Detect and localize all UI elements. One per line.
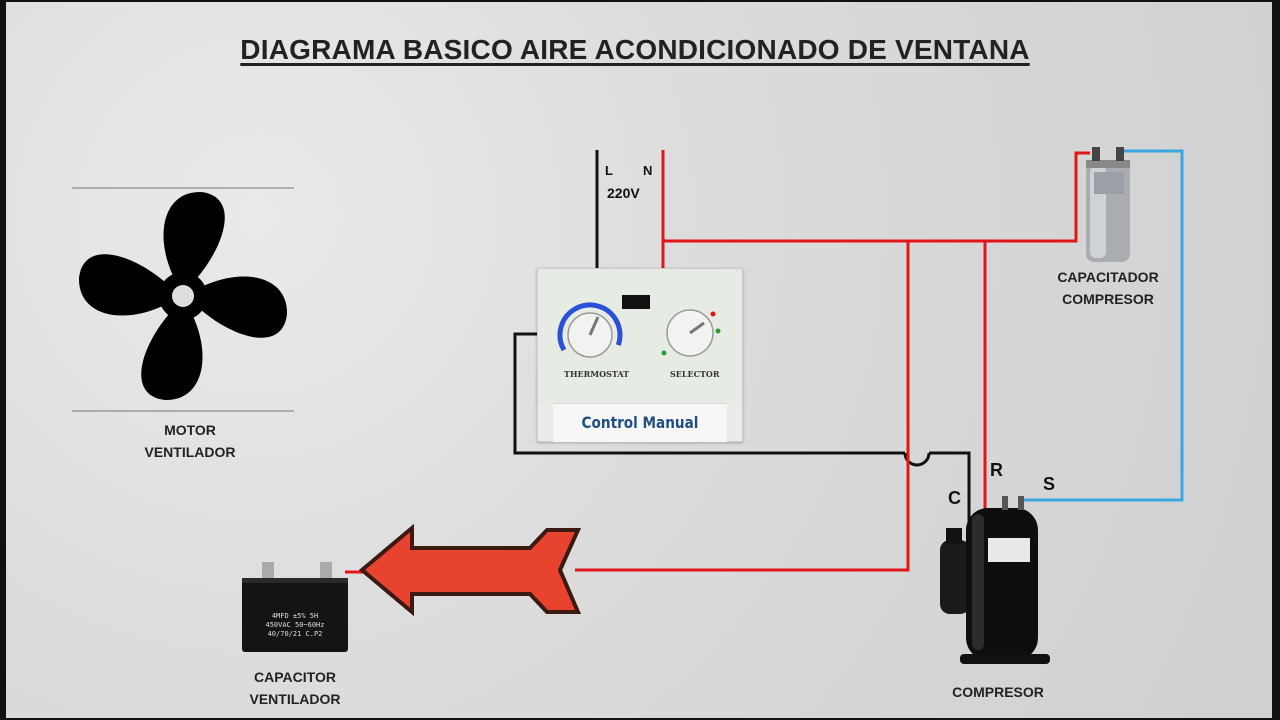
fan-capacitor-icon xyxy=(242,562,348,652)
fan-capacitor-marking-line2: 450VAC 50~60Hz xyxy=(265,621,325,629)
thermostat-knob-icon xyxy=(557,302,623,368)
fan-motor-label-line2: VENTILADOR xyxy=(144,444,236,460)
terminal-S-label: S xyxy=(1043,474,1056,494)
fan-capacitor-marking-line1: 4MFD ±5% 5H xyxy=(271,612,319,620)
terminal-R-label: R xyxy=(990,460,1003,480)
red-bus-wire xyxy=(663,151,1090,243)
terminal-C-label: C xyxy=(948,488,961,508)
control-panel-face: THERMOSTAT SELECTOR xyxy=(538,269,742,403)
control-manual-label: Control Manual xyxy=(553,403,727,442)
selector-knob-icon xyxy=(661,309,721,357)
compressor-label: COMPRESOR xyxy=(952,684,1044,700)
black-wires xyxy=(513,150,971,525)
control-panel: THERMOSTAT SELECTOR Control Manual xyxy=(537,268,743,442)
wire-crossover-hop xyxy=(903,452,931,467)
panel-display-icon xyxy=(622,295,650,309)
fan-capacitor-feed-wire xyxy=(575,241,910,572)
compressor-icon xyxy=(940,496,1050,664)
voltage-label: 220V xyxy=(607,185,640,201)
fan-capacitor-marking: 4MFD ±5% 5H 450VAC 50~60Hz 40/70/21 C.P2 xyxy=(252,612,338,639)
fan-capacitor-label-line2: VENTILADOR xyxy=(249,691,341,707)
start-wire-blue xyxy=(1020,149,1184,502)
diagram-title: DIAGRAMA BASICO AIRE ACONDICIONADO DE VE… xyxy=(240,34,1030,65)
line-label-L: L xyxy=(605,163,613,178)
compressor-capacitor-label: CAPACITADOR COMPRESOR xyxy=(1040,266,1176,310)
compressor-capacitor-label-line1: CAPACITADOR xyxy=(1057,269,1159,285)
fan-motor-label: MOTOR VENTILADOR xyxy=(120,419,260,463)
thermostat-label: THERMOSTAT xyxy=(564,369,630,379)
selector-label: SELECTOR xyxy=(670,369,720,379)
fan-capacitor-label-line1: CAPACITOR xyxy=(254,669,336,685)
fan-motor-label-line1: MOTOR xyxy=(164,422,216,438)
thermostat-return-wire xyxy=(513,332,905,455)
fan-icon xyxy=(72,187,294,412)
fan-capacitor-label: CAPACITOR VENTILADOR xyxy=(227,666,363,710)
airflow-arrow-icon xyxy=(358,523,582,617)
compressor-capacitor-icon xyxy=(1086,147,1130,262)
control-knobs xyxy=(557,295,721,368)
compressor-capacitor-label-line2: COMPRESOR xyxy=(1062,291,1154,307)
neutral-label-N: N xyxy=(643,163,653,178)
compressor-common-wire xyxy=(929,451,971,525)
red-wires xyxy=(345,150,1090,574)
fan-capacitor-marking-line3: 40/70/21 C.P2 xyxy=(267,630,323,638)
